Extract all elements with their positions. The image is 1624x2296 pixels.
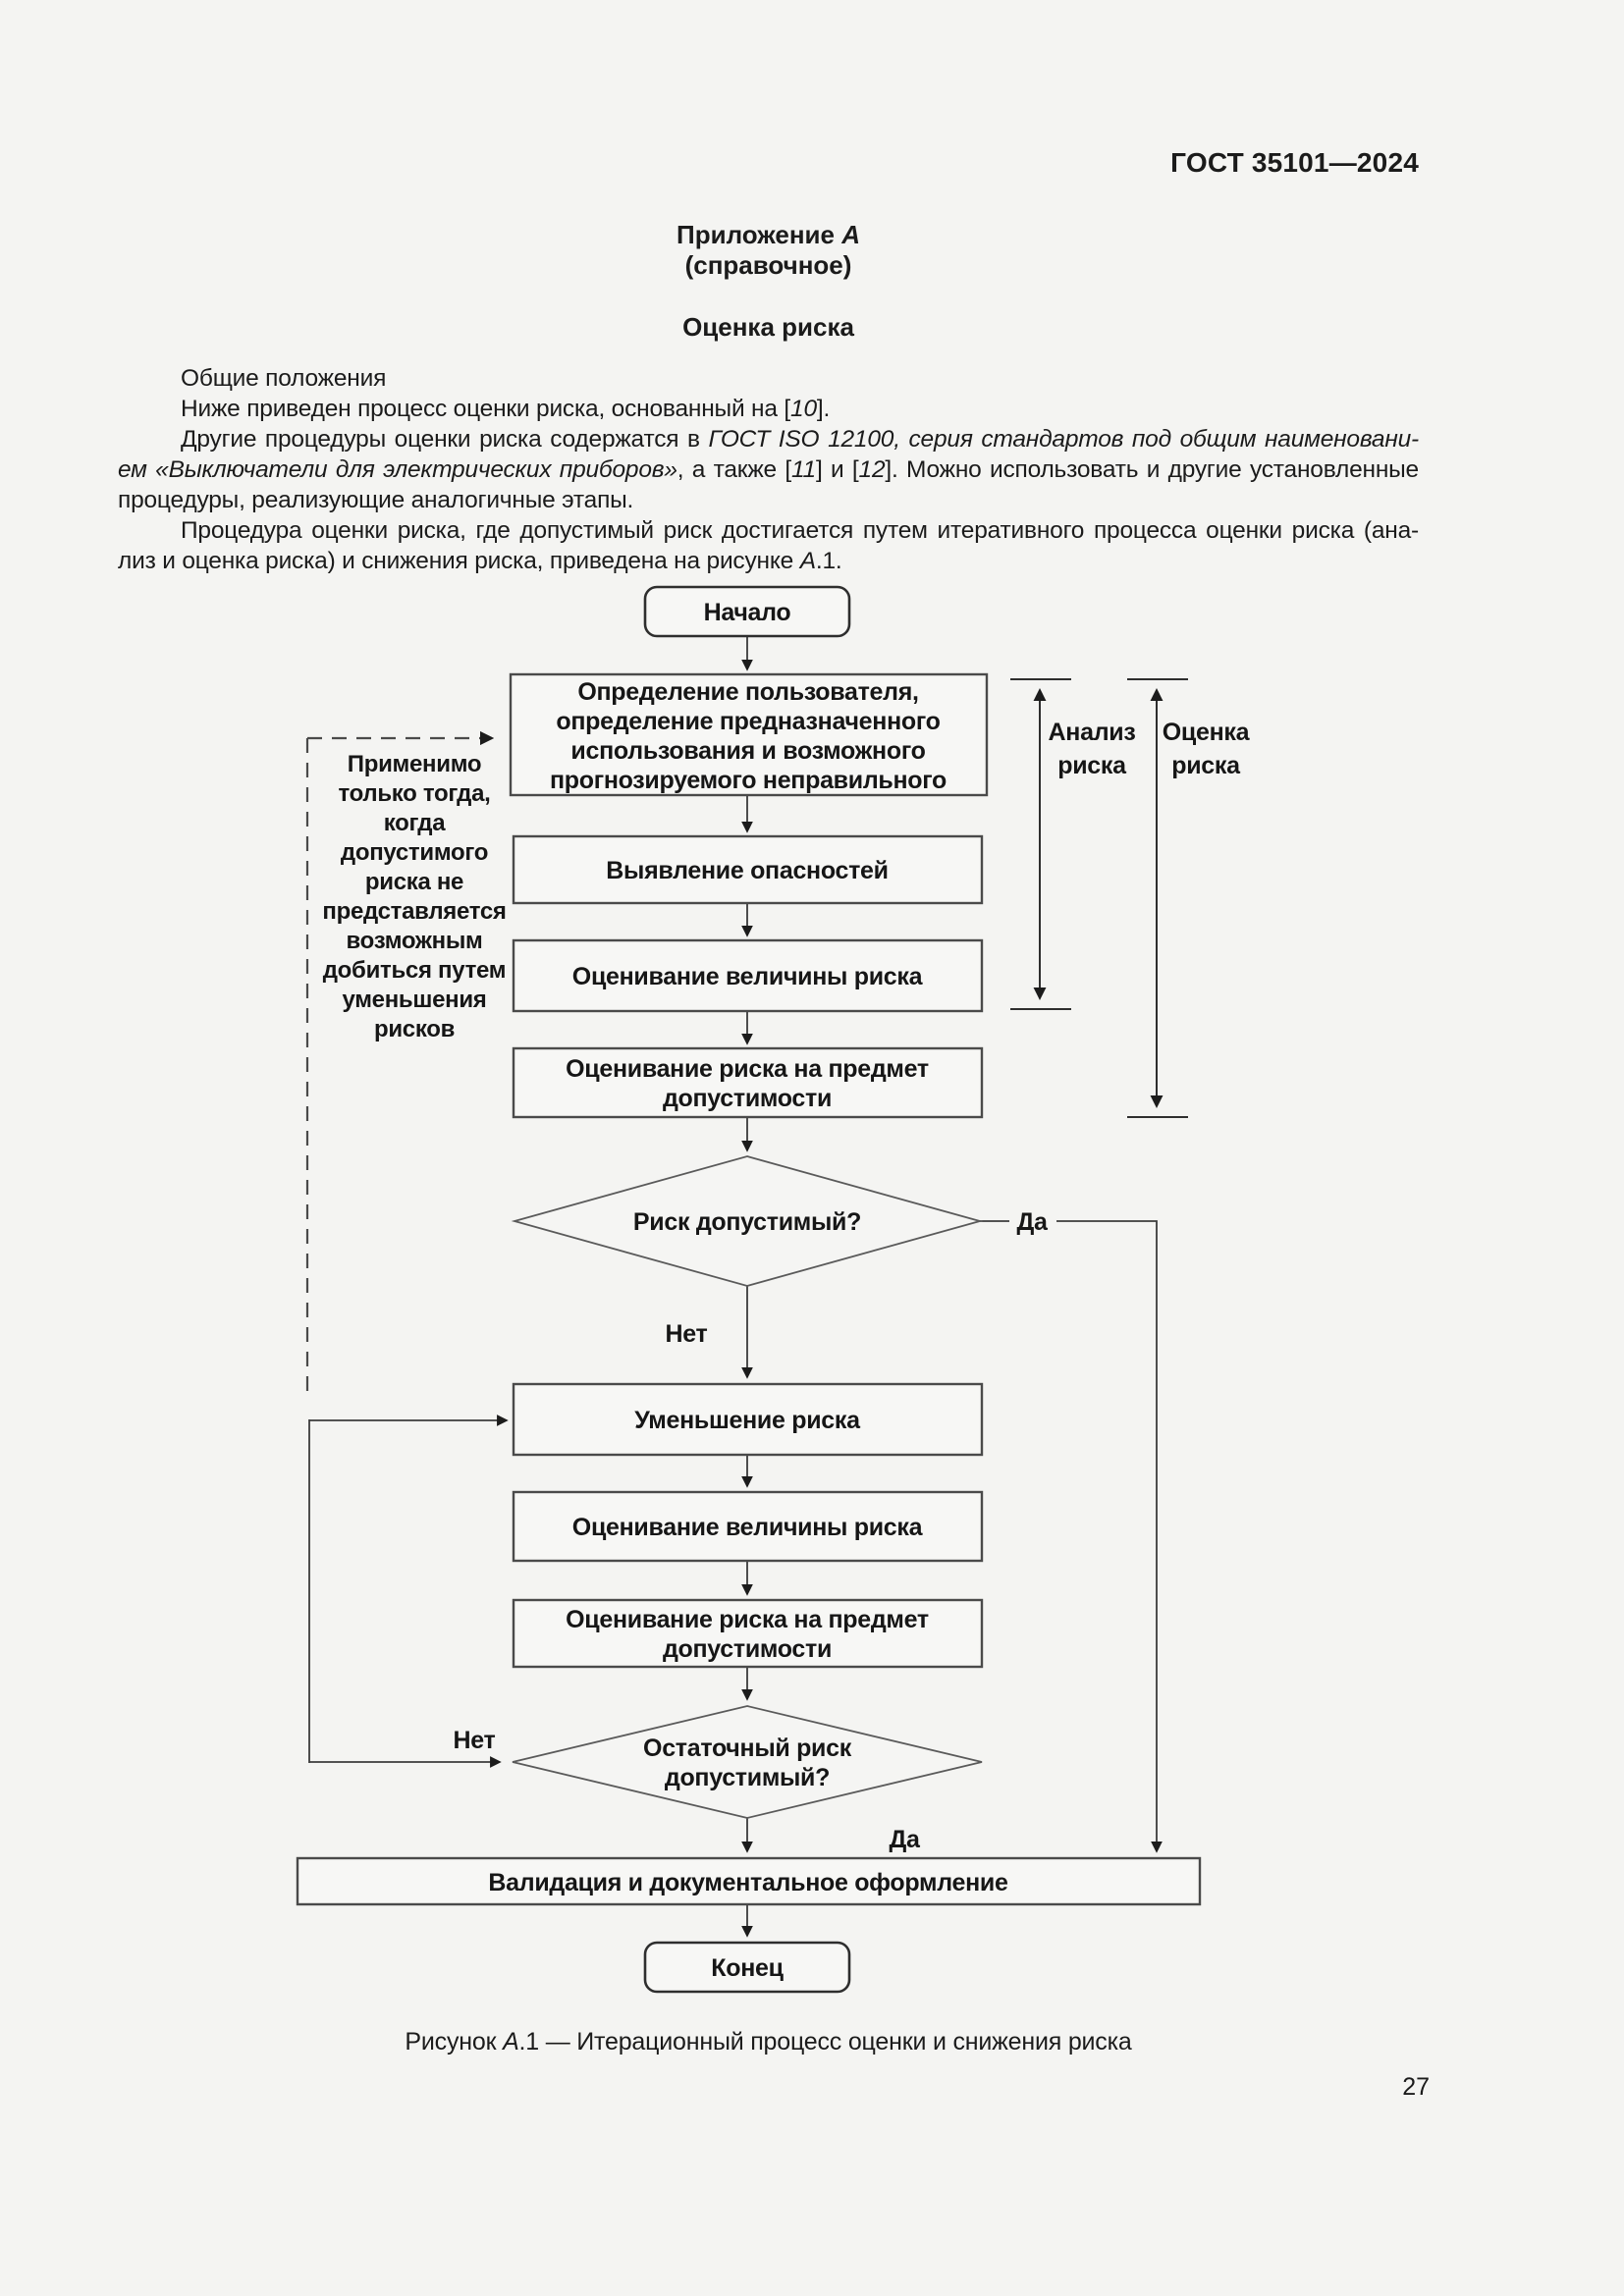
box-risk-estimation: [512, 938, 984, 1013]
box-risk-estimation-label: Оценивание величины риска: [572, 963, 924, 990]
body-line: лиз и оценка риска) и снижения риска, пр…: [118, 546, 1419, 576]
decision-residual-risk: [512, 1705, 983, 1819]
figure-caption: Рисунок А.1 — Итерационный процесс оценк…: [405, 2028, 1132, 2056]
body-text: , а также [: [677, 456, 791, 483]
note-line: представляется: [322, 898, 506, 925]
body-text: ] и [: [816, 456, 859, 483]
start-terminator: [643, 585, 851, 638]
box-risk-evaluation-2-label: Оценивание риска на предмет: [566, 1606, 929, 1633]
body-line: Процедура оценки риска, где допустимый р…: [118, 515, 1419, 546]
decision-risk-acceptable: [511, 1155, 984, 1287]
decision-risk-acceptable-label: Риск допустимый?: [633, 1208, 861, 1236]
end-terminator: [643, 1941, 851, 1994]
box-user-definition-label: определение предназначенного: [556, 708, 940, 735]
body-line: Другие процедуры оценки риска содержатся…: [118, 424, 1419, 454]
appendix-title: Приложение А: [677, 220, 860, 249]
box-risk-estimation-2-label: Оценивание величины риска: [572, 1514, 924, 1541]
body-text-italic: 11: [790, 456, 816, 483]
box-user-definition-label: прогнозируемого неправильного: [550, 767, 947, 794]
page-number: 27: [1402, 2073, 1430, 2101]
start-label: Начало: [704, 599, 791, 626]
note-line: когда: [384, 810, 446, 836]
box-validation-label: Валидация и документальное оформление: [488, 1869, 1008, 1896]
body-line: ем «Выключатели для электрических прибор…: [118, 454, 1419, 485]
decision-residual-risk-label: допустимый?: [665, 1764, 830, 1791]
note-line: допустимого: [341, 839, 488, 866]
box-risk-reduction: [512, 1382, 984, 1457]
box-hazard-identification: [512, 834, 984, 905]
doc-header: ГОСТ 35101—2024: [1170, 147, 1419, 178]
box-validation: [296, 1856, 1202, 1906]
bracket-analysis-label: Анализ: [1049, 719, 1136, 746]
note-line: рисков: [374, 1016, 455, 1042]
body-text: Общие положения: [181, 365, 387, 392]
note-line: риска не: [365, 869, 463, 895]
body-line: Общие положения: [118, 363, 1419, 394]
note-line: возможным: [347, 928, 483, 954]
note-line: добиться путем: [323, 957, 506, 984]
note-line: Применимо: [348, 751, 481, 777]
yes-label: Да: [1016, 1208, 1049, 1236]
body-text-italic: ГОСТ ISO 12100, серия стандартов под общ…: [708, 426, 1420, 453]
box-hazard-identification-label: Выявление опасностей: [606, 857, 888, 884]
box-risk-reduction-label: Уменьшение риска: [634, 1407, 861, 1434]
body-text: Процедура оценки риска, где допустимый р…: [181, 517, 1419, 544]
no-label: Нет: [454, 1727, 496, 1754]
body-text: лиз и оценка риска) и снижения риска, пр…: [118, 548, 800, 574]
yes-branch-line: [1056, 1220, 1163, 1853]
body-text: ]. Можно использовать и другие установле…: [885, 456, 1419, 483]
box-user-definition-label: использования и возможного: [570, 737, 925, 765]
note-line: уменьшения: [343, 987, 487, 1013]
box-risk-evaluation-label: допустимости: [663, 1085, 832, 1112]
body-line: процедуры, реализующие аналогичные этапы…: [118, 485, 1419, 515]
body-text: .1.: [815, 548, 842, 574]
appendix-title-block: Приложение А (справочное): [118, 220, 1419, 281]
box-risk-evaluation-2-label: допустимости: [663, 1635, 832, 1663]
body-line: Ниже приведен процесс оценки риска, осно…: [118, 394, 1419, 424]
body-text-italic: 10: [790, 396, 817, 422]
bracket-assessment-label: Оценка: [1163, 719, 1251, 746]
box-risk-evaluation-label: Оценивание риска на предмет: [566, 1055, 929, 1083]
body-text-italic: ем «Выключатели для электрических прибор…: [118, 456, 677, 483]
end-label: Конец: [711, 1954, 784, 1982]
box-risk-evaluation: [512, 1046, 984, 1119]
note-line: только тогда,: [338, 780, 490, 807]
section-title: Оценка риска: [682, 312, 854, 342]
body-text: процедуры, реализующие аналогичные этапы…: [118, 487, 634, 513]
box-risk-estimation-2: [512, 1490, 984, 1563]
body-text-italic: А: [799, 548, 816, 574]
appendix-subtitle: (справочное): [684, 250, 852, 280]
decision-residual-risk-label: Остаточный риск: [643, 1735, 852, 1762]
bracket-assessment-label: риска: [1171, 752, 1241, 779]
box-user-definition: [509, 672, 989, 797]
box-user-definition-label: Определение пользователя,: [577, 678, 918, 706]
bracket-analysis-label: риска: [1057, 752, 1127, 779]
body-text: Ниже приведен процесс оценки риска, осно…: [181, 396, 791, 422]
body-text-italic: 12: [858, 456, 886, 483]
box-risk-evaluation-2: [512, 1598, 984, 1669]
no-label: Нет: [666, 1320, 708, 1348]
body-text: Другие процедуры оценки риска содержатся…: [181, 426, 709, 453]
body-text: ].: [816, 396, 831, 422]
yes-label: Да: [889, 1826, 921, 1853]
